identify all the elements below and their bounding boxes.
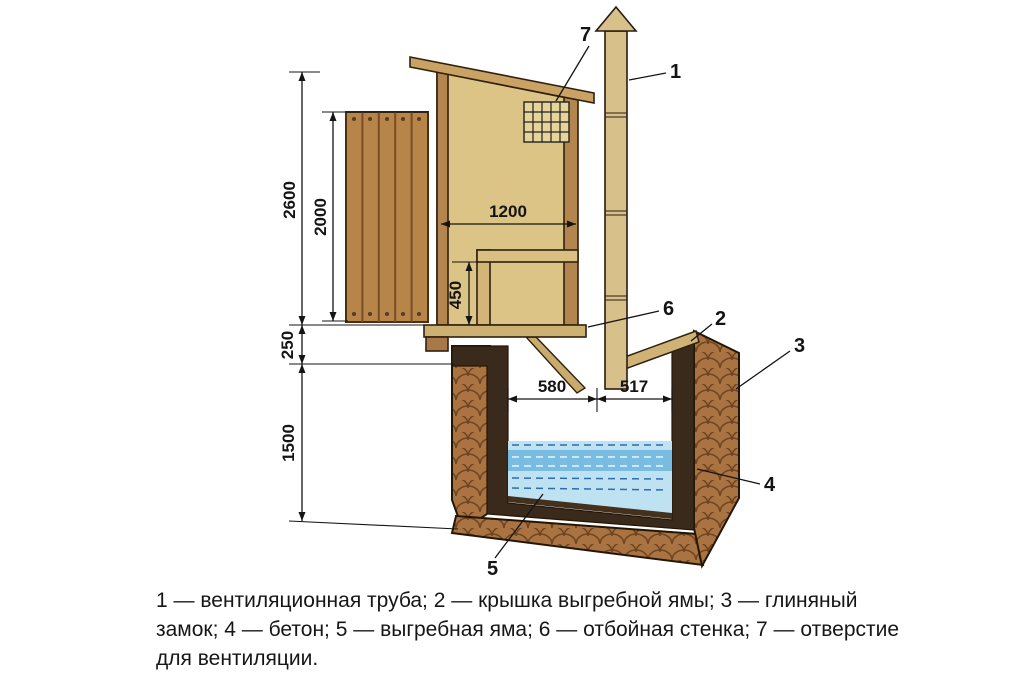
callout-5-leader [494,493,544,559]
callout-4: 4 [764,474,776,496]
foundation-post [425,336,449,352]
callout-7-leader [555,45,590,102]
legend-line-1: 1 — вентиляционная труба; 2 — крышка выг… [156,589,858,612]
dim-2000: 2000 [311,198,330,236]
ventilation-pipe [594,5,638,390]
seat-top-board [476,249,579,263]
door-plank-seams [361,112,413,322]
legend-line-2: замок; 4 — бетон; 5 — выгребная яма; 6 —… [156,618,900,641]
vent-grid-bars [524,102,569,142]
dim-517: 517 [620,377,648,396]
dim-1500: 1500 [279,424,298,462]
dim-250: 250 [278,331,297,359]
water-dash-line [511,487,669,491]
callout-4-leader [696,468,761,485]
vent-grid [523,101,570,143]
pipe-body [604,30,628,390]
door [345,111,429,323]
legend-line-3: для вентиляции. [156,647,319,670]
ext-line [288,520,459,530]
door-nails [352,117,421,316]
floor-board [423,324,587,338]
callout-2: 2 [715,308,726,330]
dim-450: 450 [446,281,465,309]
dimension-lines: 2600 2000 250 1500 1200 450 580 517 [278,71,673,530]
callout-1-leader [628,72,667,81]
callout-2-leader [690,323,713,342]
callout-5: 5 [487,558,498,580]
water-dark-band [508,450,672,471]
callout-labels: 7 1 6 2 3 4 5 [487,24,805,580]
water-dash-line [511,477,669,480]
outhouse-cabin [345,56,595,394]
callout-3: 3 [794,335,805,357]
clay-lock-left [451,345,491,532]
sludge-layer [508,496,672,519]
cesspool-pit [450,329,740,569]
roof-board [409,56,595,104]
callout-7: 7 [580,24,591,46]
dim-1200: 1200 [489,202,527,221]
dim-580: 580 [538,377,566,396]
callout-1: 1 [670,61,681,83]
pipe-cap [594,5,638,32]
door-panel [345,111,429,323]
legend-caption: 1 — вентиляционная труба; 2 — крышка выг… [156,586,936,673]
callout-6-leader [587,310,660,328]
pipe-joints [605,112,627,301]
callout-3-leader [735,350,791,390]
cesspool-water [508,441,672,519]
dim-2600: 2600 [280,181,299,219]
callout-6: 6 [663,298,674,320]
clay-lock-right [693,329,740,569]
